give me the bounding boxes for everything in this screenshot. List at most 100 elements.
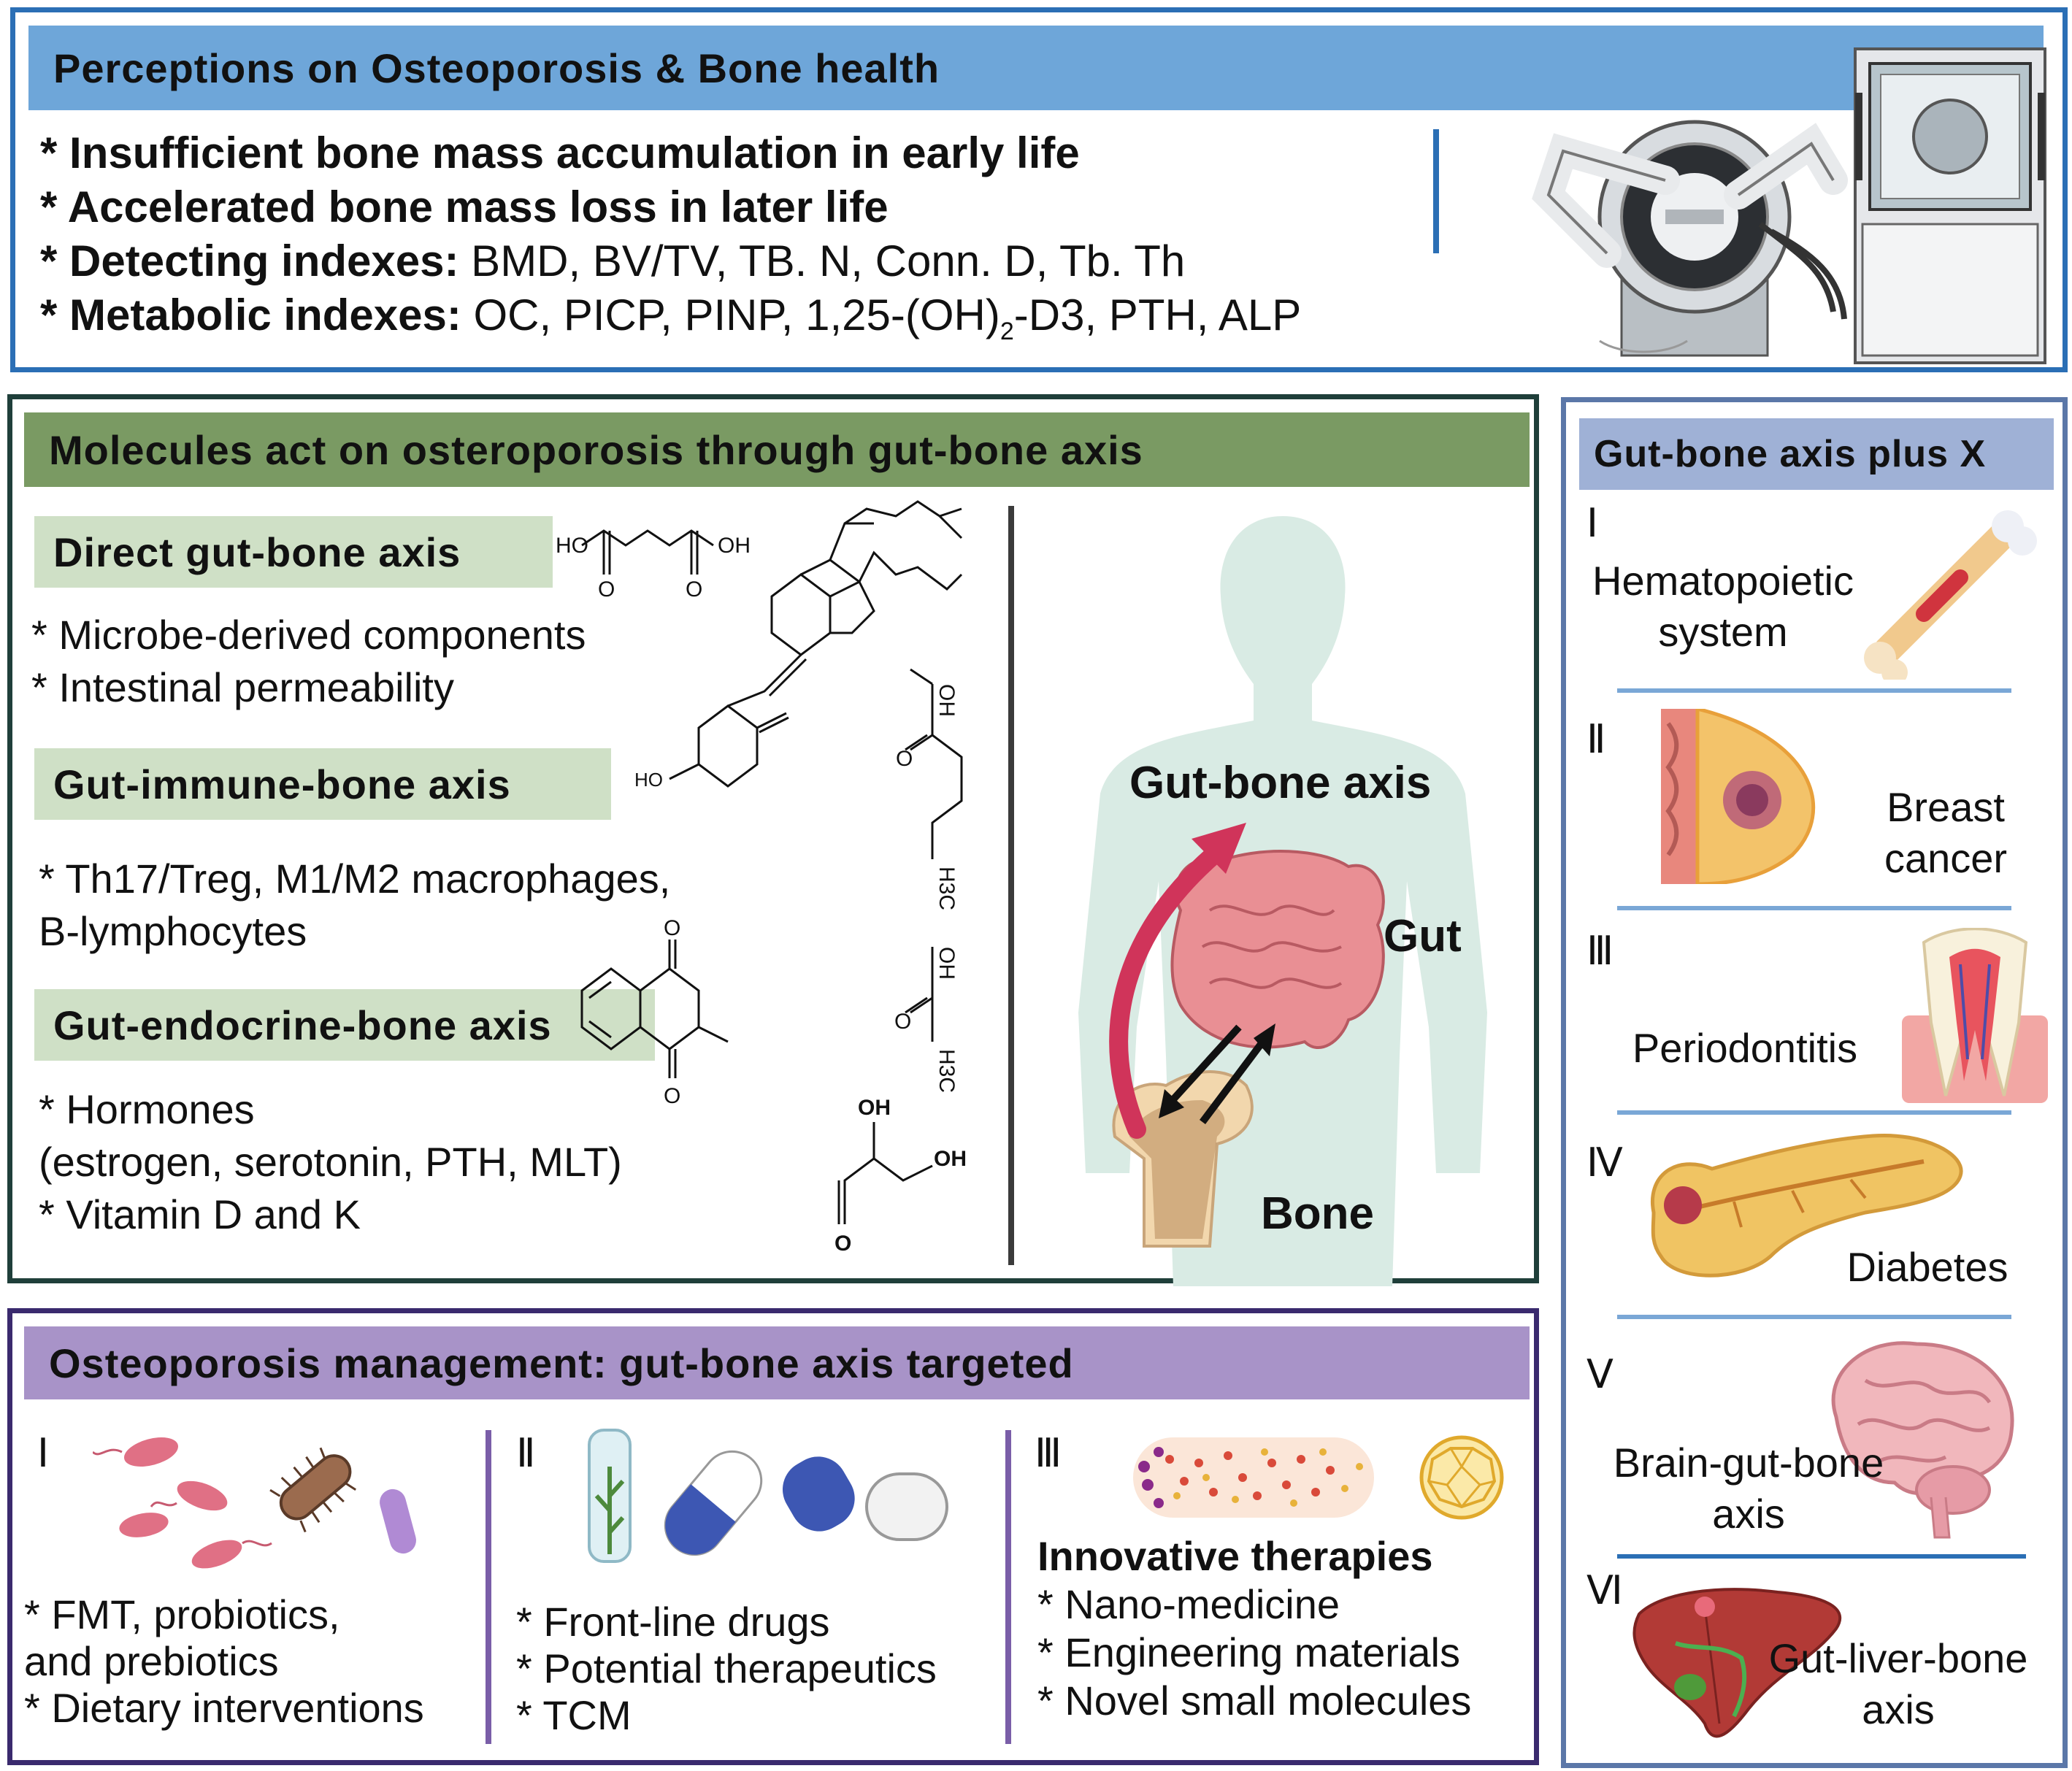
management-roman-2: Ⅱ <box>516 1432 536 1475</box>
endocrine-item-3: * Vitamin D and K <box>39 1191 361 1237</box>
liver-icon <box>1632 1588 1842 1738</box>
perceptions-panel: Perceptions on Osteoporosis & Bone healt… <box>10 7 2068 372</box>
side-label-1a: Hematopoietic <box>1592 558 1854 604</box>
side-divider-5 <box>1617 1554 2026 1559</box>
management-title: Osteoporosis management: gut-bone axis t… <box>49 1340 1074 1386</box>
chem-oh-butyric: OH <box>935 684 959 717</box>
perception-line-3: * Detecting indexes: BMD, BV/TV, TB. N, … <box>40 236 1185 286</box>
perceptions-header: Perceptions on Osteoporosis & Bone healt… <box>28 26 2044 110</box>
chem-o-gly: O <box>834 1232 851 1256</box>
direct-item-1: * Microbe-derived components <box>31 612 586 658</box>
endocrine-axis-title: Gut-endocrine-bone axis <box>53 1002 552 1048</box>
tooth-icon <box>1902 928 2048 1103</box>
drugs-icon <box>588 1429 948 1563</box>
immune-axis-title: Gut-immune-bone axis <box>53 761 511 807</box>
black-arrowhead-down <box>1159 1089 1184 1118</box>
chem-oh-1: OH <box>718 534 751 558</box>
side-roman-2: Ⅱ <box>1586 718 1606 761</box>
breast-icon <box>1661 709 1816 884</box>
human-body-figure <box>1078 516 1487 1286</box>
immune-axis-box: Gut-immune-bone axis <box>34 748 611 820</box>
bone-icon <box>1864 510 2037 680</box>
brain-icon <box>1831 1341 2014 1539</box>
microbes-icon <box>93 1437 416 1569</box>
perceptions-title: Perceptions on Osteoporosis & Bone healt… <box>53 45 940 91</box>
side-divider-2 <box>1617 906 2011 910</box>
chem-h3c-butyric: H3C <box>935 867 959 910</box>
side-roman-6: Ⅵ <box>1586 1569 1623 1613</box>
side-roman-1: Ⅰ <box>1586 502 1598 545</box>
management-col1-item-2: and prebiotics <box>24 1638 279 1684</box>
black-arrow-up <box>1200 1032 1271 1124</box>
plus-x-panel: Gut-bone axis plus X Ⅰ Hematopoietic sys… <box>1561 397 2068 1768</box>
molecules-header: Molecules act on osteroporosis through g… <box>24 412 1530 487</box>
plus-x-title: Gut-bone axis plus X <box>1594 433 1987 475</box>
chem-oh-gly1: OH <box>858 1096 891 1120</box>
pancreas-icon <box>1651 1133 1963 1278</box>
chem-ho-vitd: HO <box>634 769 663 791</box>
red-arrow-head <box>1192 823 1246 874</box>
side-label-3: Periodontitis <box>1632 1025 1858 1071</box>
metabolic-label: * Metabolic indexes: <box>40 291 461 339</box>
management-col3-item-2: * Engineering materials <box>1037 1629 1460 1675</box>
side-label-1b: system <box>1658 609 1788 655</box>
chemical-structures: HO OH O O HO O OH H3C OH O H3C O O OH OH… <box>556 500 967 1256</box>
side-roman-5: Ⅴ <box>1586 1353 1614 1397</box>
side-label-5a: Brain-gut-bone <box>1613 1440 1884 1486</box>
black-arrowhead-up <box>1254 1023 1275 1056</box>
immune-item-2: B-lymphocytes <box>39 908 307 954</box>
side-label-4: Diabetes <box>1846 1244 2008 1290</box>
black-arrow-down <box>1163 1024 1242 1110</box>
metabolic-subscript: 2 <box>999 318 1014 345</box>
metabolic-values-a: OC, PICP, PINP, 1,25-(OH) <box>461 291 1000 339</box>
chem-ho-1: HO <box>556 534 588 558</box>
endocrine-item-1: * Hormones <box>39 1086 255 1132</box>
side-label-6b: axis <box>1862 1686 1935 1732</box>
metabolic-values-b: -D3, PTH, ALP <box>1013 291 1302 339</box>
management-col2-item-2: * Potential therapeutics <box>516 1645 937 1691</box>
perception-line-2: * Accelerated bone mass loss in later li… <box>40 183 889 231</box>
separator-line <box>1433 129 1439 253</box>
management-panel: Osteoporosis management: gut-bone axis t… <box>7 1308 1539 1765</box>
nanomedicine-icon <box>1133 1435 1504 1520</box>
molecules-title: Molecules act on osteroporosis through g… <box>49 426 1143 473</box>
detecting-values: BMD, BV/TV, TB. N, Conn. D, Tb. Th <box>458 237 1186 285</box>
immune-item-1: * Th17/Treg, M1/M2 macrophages, <box>39 856 671 902</box>
perception-line-4: * Metabolic indexes: OC, PICP, PINP, 1,2… <box>40 290 1301 346</box>
direct-axis-box: Direct gut-bone axis <box>34 516 553 588</box>
innovative-therapies-heading: Innovative therapies <box>1037 1533 1433 1579</box>
molecules-panel: Molecules act on osteroporosis through g… <box>7 394 1539 1286</box>
management-header: Osteoporosis management: gut-bone axis t… <box>24 1326 1530 1399</box>
management-col1-item-3: * Dietary interventions <box>24 1685 424 1731</box>
management-col2-item-3: * TCM <box>516 1692 632 1738</box>
plus-x-header: Gut-bone axis plus X <box>1579 418 2054 490</box>
management-divider-1 <box>486 1430 491 1744</box>
chem-oh-gly2: OH <box>934 1147 967 1171</box>
side-divider-1 <box>1617 688 2011 693</box>
chem-o-nq2: O <box>664 1084 680 1108</box>
side-roman-3: Ⅲ <box>1586 929 1614 973</box>
micro-ct-scanner-icon <box>1532 47 2046 364</box>
chem-o-butyric: O <box>896 747 913 771</box>
side-label-2a: Breast <box>1887 784 2005 830</box>
molecules-divider <box>1008 506 1014 1265</box>
management-roman-1: Ⅰ <box>37 1432 49 1475</box>
chem-o-2: O <box>686 577 702 602</box>
chem-h3c-acetic: H3C <box>935 1049 959 1093</box>
side-label-2b: cancer <box>1884 835 2008 881</box>
direct-axis-title: Direct gut-bone axis <box>53 529 461 575</box>
bone-label: Bone <box>1261 1188 1374 1239</box>
side-label-6a: Gut-liver-bone <box>1768 1635 2028 1681</box>
gut-label: Gut <box>1384 911 1462 961</box>
chem-oh-acetic: OH <box>935 947 959 980</box>
perception-line-1: * Insufficient bone mass accumulation in… <box>40 128 1080 177</box>
management-roman-3: Ⅲ <box>1035 1432 1062 1475</box>
femur-icon <box>1112 1070 1254 1248</box>
endocrine-axis-box: Gut-endocrine-bone axis <box>34 989 655 1061</box>
side-divider-3 <box>1617 1110 2011 1115</box>
management-col3-item-3: * Novel small molecules <box>1037 1678 1472 1724</box>
chem-o-acetic: O <box>894 1010 911 1034</box>
detecting-label: * Detecting indexes: <box>40 237 459 285</box>
side-roman-4: Ⅳ <box>1586 1141 1623 1185</box>
management-divider-2 <box>1005 1430 1011 1744</box>
